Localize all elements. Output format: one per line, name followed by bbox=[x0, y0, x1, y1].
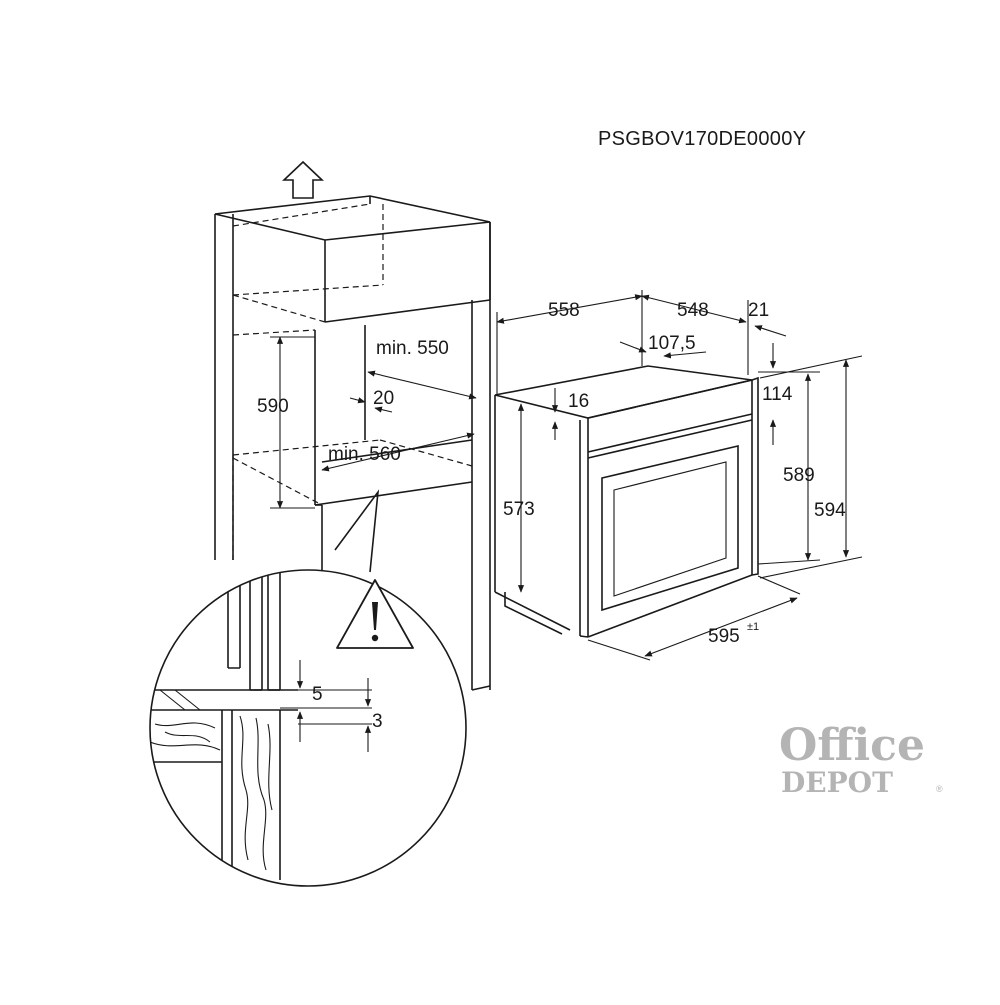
dimension-21: 21 bbox=[747, 300, 787, 375]
dimension-595-tolerance: ±1 bbox=[747, 621, 759, 633]
dimension-594-label: 594 bbox=[814, 500, 846, 521]
dimension-min-560-label: min. 560 bbox=[328, 444, 401, 465]
dimension-114-label: 114 bbox=[762, 384, 793, 405]
dimension-20: 20 bbox=[349, 388, 394, 413]
dimension-573: 573 bbox=[503, 403, 535, 593]
dimension-589: 589 bbox=[757, 371, 821, 565]
dimension-573-label: 573 bbox=[503, 499, 535, 520]
model-code: PSGBOV170DE0000Y bbox=[598, 128, 806, 150]
dimension-548-label: 548 bbox=[677, 300, 709, 321]
dimension-558-label: 558 bbox=[548, 300, 580, 321]
vent-arrow-icon bbox=[281, 160, 325, 199]
dimension-589-label: 589 bbox=[783, 465, 815, 486]
detail-dimension-3-label: 3 bbox=[372, 711, 383, 732]
dimension-min-550: min. 550 bbox=[367, 338, 477, 400]
watermark-office: Office bbox=[779, 720, 925, 771]
watermark-logo: Office DEPOT ® bbox=[779, 720, 943, 799]
watermark-depot: DEPOT bbox=[781, 766, 893, 799]
dimension-min-550-label: min. 550 bbox=[376, 338, 449, 359]
dimension-558: 558 bbox=[496, 294, 643, 395]
detail-magnifier: 5 3 bbox=[149, 569, 467, 887]
watermark-registered-mark: ® bbox=[936, 784, 943, 794]
dimension-21-label: 21 bbox=[748, 300, 769, 321]
dimension-595: 595 ±1 bbox=[587, 575, 801, 661]
dimension-20-label: 20 bbox=[373, 388, 394, 409]
dimension-595-label: 595 bbox=[708, 626, 740, 647]
dimension-min-560: min. 560 bbox=[321, 432, 475, 472]
dimension-16: 16 bbox=[551, 388, 589, 440]
detail-dimension-5-label: 5 bbox=[312, 684, 323, 705]
dimension-114: 114 bbox=[762, 343, 793, 445]
oven bbox=[494, 365, 759, 638]
dimension-107-5-label: 107,5 bbox=[648, 333, 696, 354]
warning-triangle-icon bbox=[336, 579, 414, 649]
dimension-548: 548 bbox=[641, 290, 747, 366]
dimension-594: 594 bbox=[759, 355, 863, 579]
dimension-107-5: 107,5 bbox=[619, 333, 707, 359]
dimension-16-label: 16 bbox=[568, 391, 589, 412]
dimension-590: 590 bbox=[257, 336, 315, 509]
dimension-590-label: 590 bbox=[257, 396, 289, 417]
